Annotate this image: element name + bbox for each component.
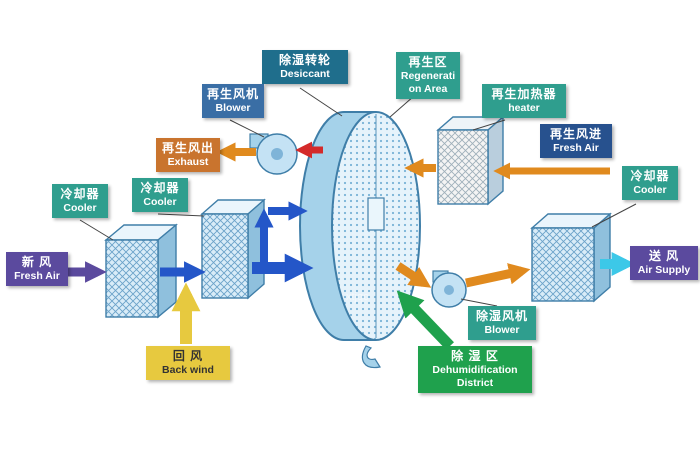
leader-regen-area bbox=[389, 95, 415, 118]
heater-unit-side bbox=[487, 115, 504, 206]
label-dehumidification-district-en: Dehumidification District bbox=[432, 364, 518, 390]
heater-unit bbox=[436, 115, 505, 206]
label-regeneration-area-zh: 再生区 bbox=[408, 55, 448, 69]
leader-cooler2 bbox=[157, 213, 205, 217]
label-cooler-3-zh: 冷却器 bbox=[630, 169, 670, 183]
label-cooler-1-zh: 冷却器 bbox=[60, 187, 100, 201]
label-cooler-3-en: Cooler bbox=[633, 184, 667, 196]
label-cooler-2: 冷却器 Cooler bbox=[132, 178, 188, 213]
heater-unit-front bbox=[437, 129, 489, 205]
cooler-unit-3 bbox=[530, 212, 612, 303]
label-cooler-2-zh: 冷却器 bbox=[140, 181, 180, 195]
label-dehumidification-district: 除 湿 区 Dehumidification District bbox=[418, 346, 532, 394]
label-exhaust-zh: 再生风出 bbox=[161, 141, 214, 155]
label-fresh-air-in: 新 风 Fresh Air bbox=[6, 252, 68, 287]
label-cooler-1-en: Cooler bbox=[63, 202, 97, 214]
label-regen-blower: 再生风机 Blower bbox=[202, 84, 264, 119]
label-regeneration-area: 再生区 Regeneration Area bbox=[396, 52, 460, 100]
label-dehumid-blower: 除湿风机 Blower bbox=[468, 306, 536, 341]
label-dehumid-blower-en: Blower bbox=[484, 324, 520, 336]
label-fresh-air-in-en: Fresh Air bbox=[14, 270, 60, 282]
leader-regen-blower bbox=[229, 119, 265, 138]
label-cooler-1: 冷却器 Cooler bbox=[52, 184, 108, 219]
leader-desiccant bbox=[299, 87, 343, 117]
cooler-unit-1-front bbox=[105, 239, 159, 318]
label-air-supply: 送 风 Air Supply bbox=[630, 246, 698, 281]
label-cooler-2-en: Cooler bbox=[143, 196, 177, 208]
label-regen-heater-en: heater bbox=[508, 102, 540, 114]
arrow-dehumid-district-pointer bbox=[396, 290, 454, 350]
label-desiccant-wheel: 除湿转轮 Desiccant bbox=[262, 50, 348, 85]
label-regen-heater-zh: 再生加热器 bbox=[491, 87, 557, 101]
dehumid-blower-hub bbox=[444, 285, 454, 295]
label-regen-fresh-air: 再生风进 Fresh Air bbox=[540, 124, 612, 159]
label-dehumid-blower-zh: 除湿风机 bbox=[475, 309, 528, 323]
label-dehumidification-district-zh: 除 湿 区 bbox=[451, 349, 499, 363]
label-air-supply-zh: 送 风 bbox=[648, 249, 680, 263]
label-fresh-air-in-zh: 新 风 bbox=[21, 255, 53, 269]
label-regen-fresh-air-zh: 再生风进 bbox=[549, 127, 602, 141]
regen-blower-hub bbox=[271, 148, 283, 160]
label-regen-blower-en: Blower bbox=[215, 102, 251, 114]
label-regeneration-area-en: Regeneration Area bbox=[400, 70, 456, 96]
leader-cooler1 bbox=[79, 219, 114, 241]
label-regen-heater: 再生加热器 heater bbox=[482, 84, 566, 119]
label-exhaust: 再生风出 Exhaust bbox=[156, 138, 220, 173]
wheel-rotation-arrow bbox=[361, 345, 381, 369]
leader-lines bbox=[79, 87, 637, 307]
label-regen-fresh-air-en: Fresh Air bbox=[553, 142, 599, 154]
wheel-hub bbox=[367, 197, 385, 231]
arrow-wheel-to-dehumid-blower bbox=[395, 262, 432, 288]
cooler-unit-3-front bbox=[531, 227, 595, 302]
label-cooler-3: 冷却器 Cooler bbox=[622, 166, 678, 201]
cooler-unit-2 bbox=[200, 198, 266, 300]
label-regen-blower-zh: 再生风机 bbox=[206, 87, 259, 101]
leader-heater bbox=[472, 119, 506, 131]
desiccant-wheel: xtjqc bbox=[299, 111, 421, 369]
cooler-unit-1 bbox=[104, 223, 178, 319]
leader-cooler3 bbox=[591, 203, 637, 228]
label-desiccant-wheel-zh: 除湿转轮 bbox=[278, 53, 331, 67]
label-back-wind: 回 风 Back wind bbox=[146, 346, 230, 381]
cooler-unit-2-front bbox=[201, 213, 249, 299]
watermark-text: xtjqc bbox=[346, 291, 369, 303]
cooler-unit-3-side bbox=[593, 212, 611, 303]
label-back-wind-en: Back wind bbox=[162, 364, 214, 376]
regen-blower-fan bbox=[249, 133, 298, 175]
label-desiccant-wheel-en: Desiccant bbox=[280, 68, 330, 80]
dehumid-blower-fan bbox=[431, 270, 467, 308]
flow-arrows bbox=[60, 141, 636, 350]
leader-dehumid-blower bbox=[460, 298, 498, 307]
label-air-supply-en: Air Supply bbox=[637, 264, 691, 276]
label-exhaust-en: Exhaust bbox=[167, 156, 209, 168]
label-back-wind-zh: 回 风 bbox=[172, 349, 204, 363]
arrow-blower-to-cooler3 bbox=[465, 263, 531, 288]
